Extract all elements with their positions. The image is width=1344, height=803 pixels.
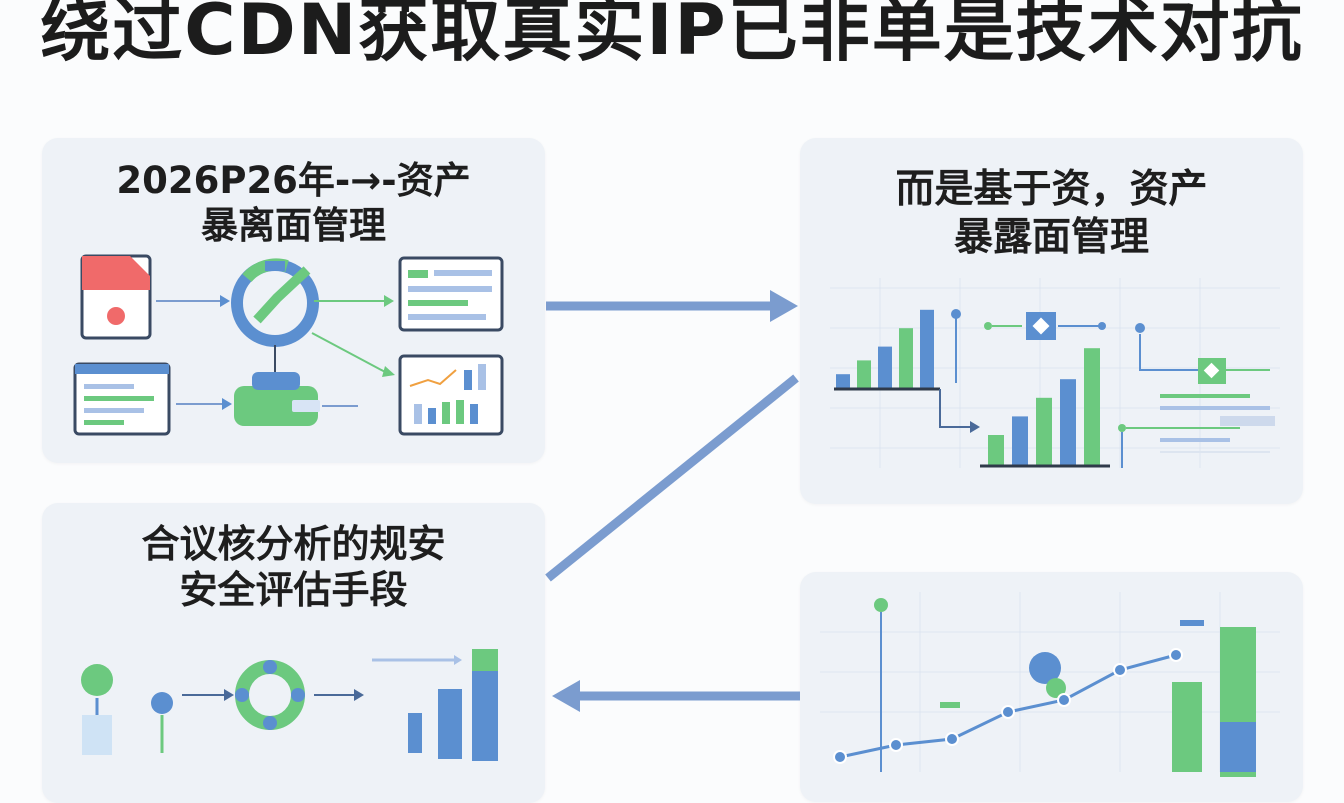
bar bbox=[920, 309, 934, 388]
bar bbox=[1012, 416, 1028, 466]
server-icon bbox=[234, 372, 320, 426]
node-icon bbox=[1026, 312, 1056, 340]
bar bbox=[836, 374, 850, 388]
node-icon bbox=[1198, 358, 1226, 384]
card-asset-management: 2026P26年-→-资产 暴离面管理 bbox=[42, 138, 545, 463]
exposure-dashboard bbox=[830, 278, 1280, 468]
data-point bbox=[1113, 663, 1127, 677]
page-title: 绕过CDN获取真实IP已非单是技术对抗 bbox=[40, 0, 1304, 71]
card-exposure-management: 而是基于资，资产 暴露面管理 bbox=[800, 138, 1303, 504]
arrow-right bbox=[546, 290, 798, 322]
data-point bbox=[1057, 693, 1071, 707]
data-point bbox=[1169, 648, 1183, 662]
card-title: 而是基于资，资产 暴露面管理 bbox=[895, 167, 1208, 260]
card-title: 2026P26年-→-资产 暴离面管理 bbox=[116, 159, 471, 248]
data-point bbox=[833, 750, 847, 764]
gear-icon bbox=[231, 258, 319, 347]
asset-flow-diagram bbox=[73, 254, 504, 436]
data-point bbox=[945, 732, 959, 746]
bar bbox=[1060, 379, 1076, 466]
data-point bbox=[1001, 705, 1015, 719]
chart-icon bbox=[398, 354, 504, 436]
bar bbox=[1036, 397, 1052, 466]
bar bbox=[988, 435, 1004, 466]
bar bbox=[899, 328, 913, 388]
bar bbox=[857, 360, 871, 388]
trend-chart bbox=[820, 592, 1280, 777]
document-icon bbox=[80, 254, 152, 340]
bar bbox=[1084, 348, 1100, 466]
dashboard-icon bbox=[398, 256, 504, 332]
list-icon bbox=[73, 362, 171, 436]
data-point bbox=[889, 738, 903, 752]
gear-icon bbox=[235, 660, 305, 730]
card-security-assessment: 合议核分析的规安 安全评估手段 bbox=[42, 503, 545, 803]
card-title: 合议核分析的规安 安全评估手段 bbox=[141, 522, 446, 613]
bar bbox=[878, 346, 892, 388]
card-trend-chart bbox=[800, 572, 1303, 802]
assessment-flow bbox=[81, 649, 498, 761]
arrow-left bbox=[552, 680, 800, 712]
arrow-diagonal bbox=[545, 374, 799, 582]
